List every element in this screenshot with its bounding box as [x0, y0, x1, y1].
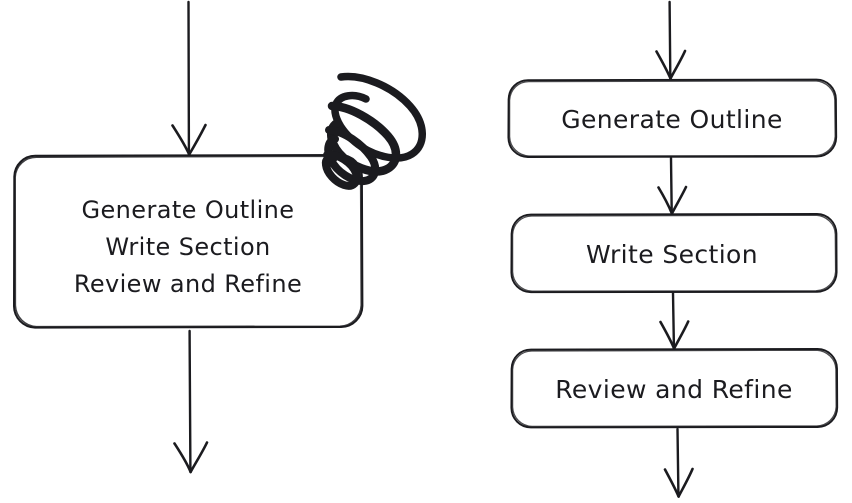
node-review-and-refine[interactable]: Review and Refine: [510, 348, 839, 429]
arrow-into-generate-outline[interactable]: [655, 0, 687, 80]
merged-node-line-2: Write Section: [105, 233, 270, 261]
arrow-into-merged-node[interactable]: [171, 0, 207, 156]
arrow-generate-outline-to-write-section[interactable]: [657, 156, 688, 215]
node-write-section[interactable]: Write Section: [510, 213, 838, 294]
arrow-write-section-to-review-and-refine[interactable]: [659, 291, 690, 350]
arrow-out-of-review-and-refine[interactable]: [663, 427, 694, 498]
node-review-and-refine-label: Review and Refine: [555, 375, 793, 404]
right-diagram-group: Generate Outline Write Section: [507, 0, 839, 498]
node-generate-outline[interactable]: Generate Outline: [507, 78, 838, 158]
merged-node-line-3: Review and Refine: [74, 270, 302, 298]
arrow-out-of-merged-node[interactable]: [173, 329, 209, 474]
node-write-section-label: Write Section: [586, 240, 758, 269]
left-diagram-group: Generate Outline Write Section Review an…: [13, 0, 426, 474]
scribble-annotation[interactable]: [321, 72, 426, 190]
merged-node-line-1: Generate Outline: [82, 196, 295, 224]
node-generate-outline-label: Generate Outline: [561, 105, 783, 134]
